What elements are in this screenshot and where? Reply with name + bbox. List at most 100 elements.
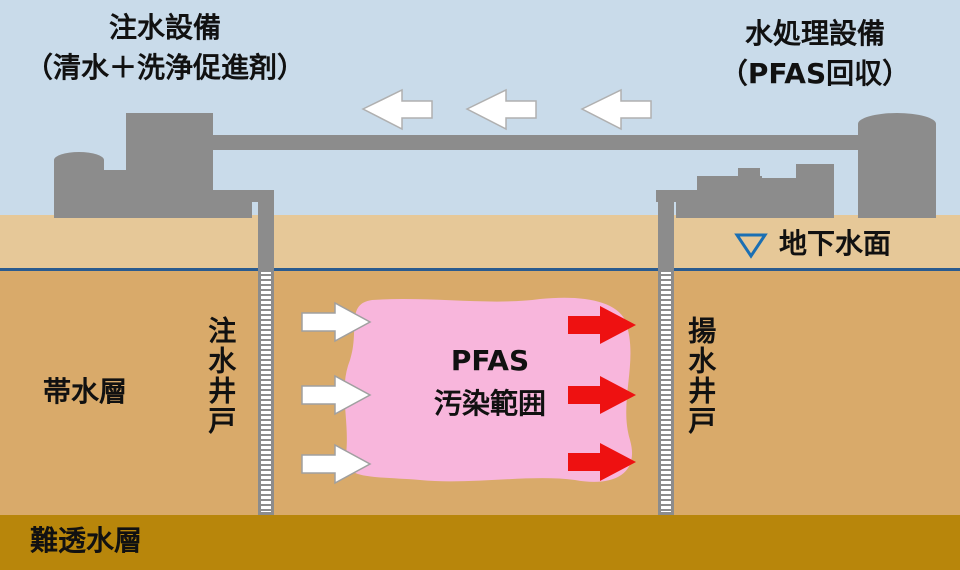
treatment-facility-icon (676, 113, 936, 218)
well-screen-slot (261, 429, 271, 431)
well-screen-slot (661, 379, 671, 381)
well-screen-slot (261, 314, 271, 316)
well-screen-slot (261, 444, 271, 446)
injection-arrow-icon (301, 374, 372, 416)
surface-soil-layer (0, 215, 960, 270)
well-screen-slot (261, 439, 271, 441)
well-screen-slot (661, 389, 671, 391)
plume-label-line1: PFAS (450, 344, 530, 377)
injection-facility-note: （清水＋洗浄促進剤） (24, 51, 305, 84)
injection-well-screen (261, 272, 271, 512)
well-screen-slot (661, 439, 671, 441)
well-screen-slot (261, 319, 271, 321)
pipe-flow-arrows (361, 88, 652, 131)
well-screen-slot (661, 429, 671, 431)
well-screen-slot (661, 339, 671, 341)
well-screen-slot (261, 334, 271, 336)
well-screen-slot (261, 374, 271, 376)
extraction-arrow-icon (568, 443, 636, 481)
well-screen-slot (261, 449, 271, 451)
well-screen-slot (661, 294, 671, 296)
well-screen-slot (661, 384, 671, 386)
well-screen-slot (261, 279, 271, 281)
well-screen-slot (661, 284, 671, 286)
well-screen-slot (661, 504, 671, 506)
extraction-arrow-icon (568, 306, 636, 344)
well-screen-slot (261, 459, 271, 461)
well-screen-slot (261, 359, 271, 361)
injection-facility-title: 注水設備 (108, 11, 221, 44)
well-screen-slot (261, 394, 271, 396)
well-screen-slot (661, 329, 671, 331)
well-screen-slot (661, 444, 671, 446)
well-screen-slot (261, 409, 271, 411)
well-screen-slot (661, 434, 671, 436)
well-screen-slot (661, 279, 671, 281)
injection-facility-icon (54, 113, 252, 218)
well-screen-slot (261, 404, 271, 406)
pumping-well-screen (661, 272, 671, 512)
well-screen-slot (661, 374, 671, 376)
well-screen-slot (261, 424, 271, 426)
well-screen-slot (661, 449, 671, 451)
well-screen-slot (261, 454, 271, 456)
well-screen-slot (661, 299, 671, 301)
well-screen-slot (661, 314, 671, 316)
well-screen-slot (261, 504, 271, 506)
extraction-flow-arrows (568, 306, 636, 481)
injection-flow-arrows (301, 301, 372, 485)
well-screen-slot (261, 509, 271, 511)
well-screen-slot (661, 309, 671, 311)
well-screen-slot (261, 469, 271, 471)
well-screen-slot (661, 424, 671, 426)
well-screen-slot (661, 304, 671, 306)
well-screen-slot (661, 334, 671, 336)
well-screen-slot (661, 369, 671, 371)
well-screen-slot (661, 349, 671, 351)
well-screen-slot (661, 324, 671, 326)
treatment-facility-title: 水処理設備 (744, 17, 885, 50)
well-screen-slot (261, 294, 271, 296)
well-screen-slot (261, 284, 271, 286)
treatment-facility-note: （PFAS回収） (719, 57, 911, 90)
well-screen-slot (261, 364, 271, 366)
water-table-line (0, 268, 960, 271)
well-screen-slot (261, 339, 271, 341)
well-screen-slot (261, 414, 271, 416)
well-screen-slot (661, 474, 671, 476)
well-screen-slot (261, 309, 271, 311)
pipe-flow-arrow-icon (465, 88, 537, 131)
well-screen-slot (261, 484, 271, 486)
well-screen-slot (661, 494, 671, 496)
well-screen-slot (261, 434, 271, 436)
injection-arrow-icon (301, 301, 372, 343)
well-screen-slot (661, 274, 671, 276)
well-screen-slot (661, 414, 671, 416)
well-screen-slot (661, 394, 671, 396)
pipe-flow-arrow-icon (361, 88, 433, 131)
aquitard-layer (0, 515, 960, 570)
well-screen-slot (261, 274, 271, 276)
well-screen-slot (661, 344, 671, 346)
well-screen-slot (261, 474, 271, 476)
well-screen-slot (661, 359, 671, 361)
pipe-flow-arrow-icon (580, 88, 652, 131)
well-screen-slot (261, 324, 271, 326)
well-screen-slot (261, 399, 271, 401)
injection-arrow-icon (301, 443, 372, 485)
well-screen-slot (261, 384, 271, 386)
well-screen-slot (261, 389, 271, 391)
well-screen-slot (261, 489, 271, 491)
well-screen-slot (661, 469, 671, 471)
well-screen-slot (261, 289, 271, 291)
well-screen-slot (261, 304, 271, 306)
well-screen-slot (261, 494, 271, 496)
well-screen-slot (661, 509, 671, 511)
extraction-arrow-icon (568, 376, 636, 414)
well-screen-slot (661, 399, 671, 401)
well-screen-slot (661, 404, 671, 406)
plume-label-line2: 汚染範囲 (433, 387, 546, 420)
well-screen-slot (261, 379, 271, 381)
